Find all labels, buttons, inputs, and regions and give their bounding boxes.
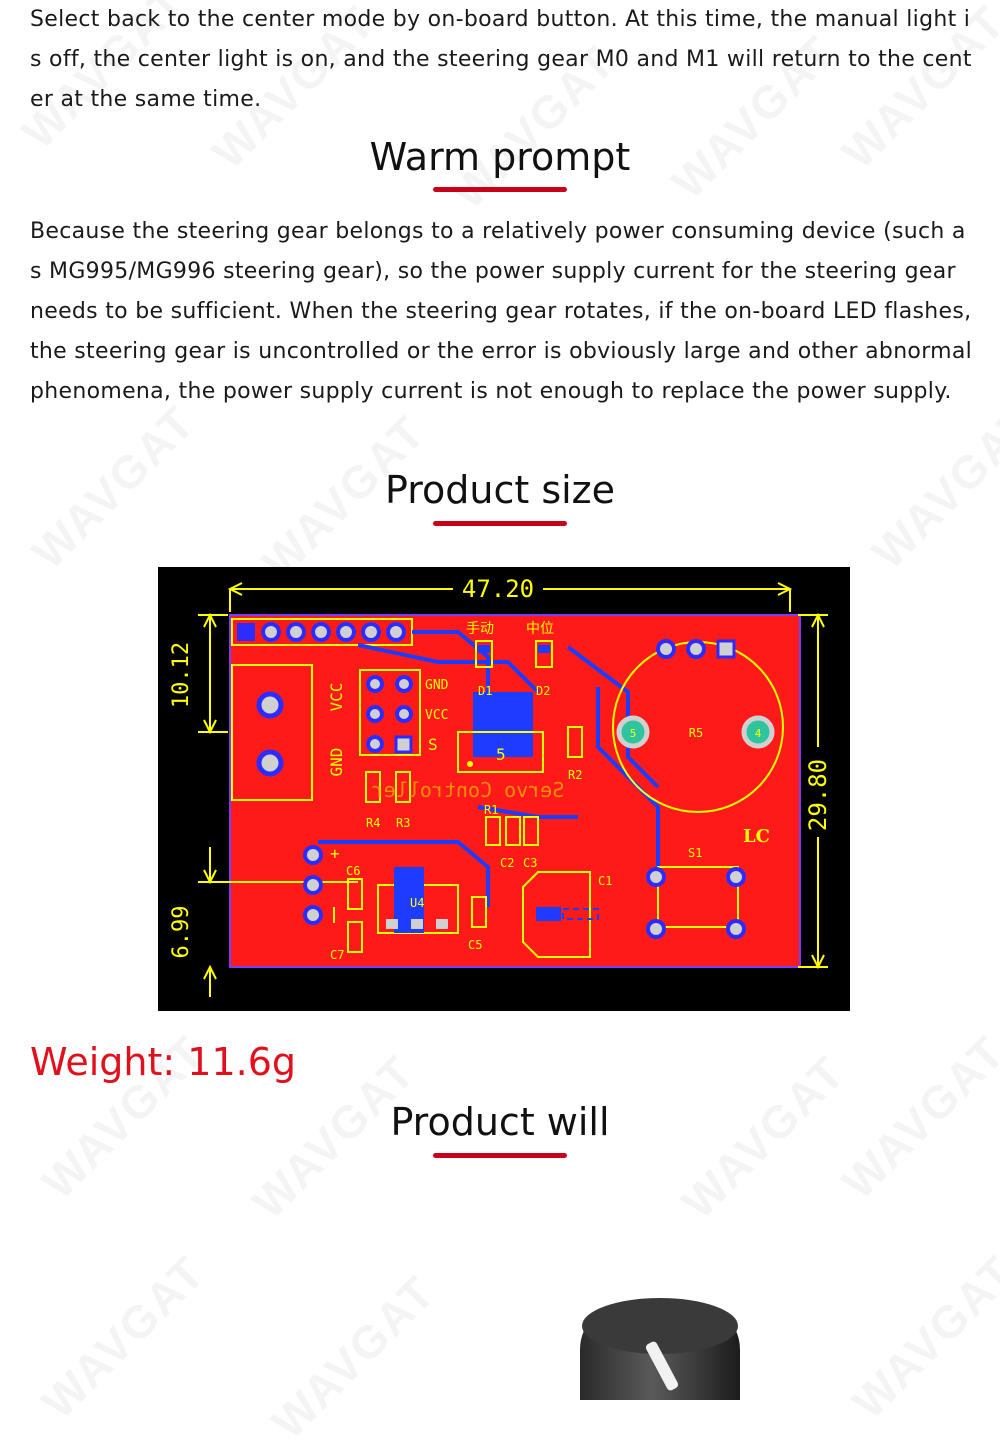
c5-label: C5: [468, 938, 482, 952]
c2-label: C2: [500, 856, 514, 870]
lc-label: LC: [743, 826, 770, 847]
plus-label: +: [330, 844, 340, 863]
battery-pads: [303, 845, 335, 925]
mirrored-label: Servo Controller: [372, 778, 565, 802]
pot-pin4-label: 4: [755, 727, 762, 740]
watermark: WAVGAT: [841, 1245, 1000, 1430]
c1-label: C1: [598, 874, 612, 888]
small-capacitors: [347, 878, 487, 953]
dimension-left-top-label: 10.12: [169, 642, 194, 708]
pin-header: [231, 618, 413, 646]
center-label: 中位: [526, 621, 554, 637]
pcb-board: [229, 614, 801, 968]
gnd-label: GND: [425, 678, 449, 693]
servo-header: [359, 669, 421, 756]
product-size-title: Product size: [384, 468, 616, 512]
product-will-title: Product will: [390, 1100, 610, 1144]
ic-chip: [457, 692, 544, 773]
pcb-dimension-drawing: 47.20 29.80 10.12 6.99: [158, 567, 850, 1011]
pcb-svg: 47.20 29.80 10.12 6.99: [158, 567, 850, 1011]
dimension-height-label: 29.80: [804, 759, 832, 831]
warm-prompt-body: Because the steering gear belongs to a r…: [30, 219, 973, 404]
led-d1: [475, 640, 493, 668]
title-underline: [433, 1153, 567, 1158]
vcc-vertical-label: VCC: [327, 683, 346, 712]
c7-label: C7: [330, 948, 344, 962]
watermark: WAVGAT: [261, 1265, 446, 1449]
u4-label: U4: [410, 896, 424, 910]
intro-paragraph: Select back to the center mode by on-boa…: [30, 7, 972, 112]
s1-label: S1: [688, 846, 702, 860]
led-d2: [535, 640, 553, 668]
left-bottom-dimension: [198, 847, 358, 997]
u5-label: 5: [496, 745, 506, 764]
s-label: S: [428, 735, 438, 754]
r4-label: R4: [366, 816, 380, 830]
vcc-label: VCC: [425, 708, 448, 723]
r2-label: R2: [568, 768, 582, 782]
switch-s1: [646, 866, 746, 939]
c3-label: C3: [523, 856, 537, 870]
d2-label: D2: [536, 684, 550, 698]
knob-svg: [580, 1298, 740, 1400]
d1-label: D1: [478, 684, 492, 698]
regulator-u4: [377, 867, 459, 934]
r1-label: R1: [484, 803, 498, 817]
c6-label: C6: [346, 864, 360, 878]
watermark: WAVGAT: [31, 1245, 216, 1430]
gnd-vertical-label: GND: [327, 748, 346, 777]
resistors: [365, 726, 583, 846]
width-dimension: [227, 582, 793, 612]
dimension-width-label: 47.20: [462, 575, 534, 603]
knob-product-image: [560, 1290, 760, 1400]
pot-pin5-label: 5: [630, 727, 637, 740]
title-underline: [433, 187, 567, 192]
potentiometer: [612, 639, 784, 813]
capacitor-c1: [522, 871, 599, 958]
manual-label: 手动: [466, 621, 494, 637]
title-underline: [433, 521, 567, 526]
r5-label: R5: [689, 726, 703, 740]
product-weight: Weight: 11.6g: [30, 1040, 296, 1084]
left-top-dimension: [198, 612, 228, 735]
power-terminal: [231, 664, 313, 801]
dimension-left-bottom-label: 6.99: [169, 906, 194, 959]
warm-prompt-title: Warm prompt: [369, 135, 631, 179]
r3-label: R3: [396, 816, 410, 830]
height-dimension: [798, 612, 828, 970]
